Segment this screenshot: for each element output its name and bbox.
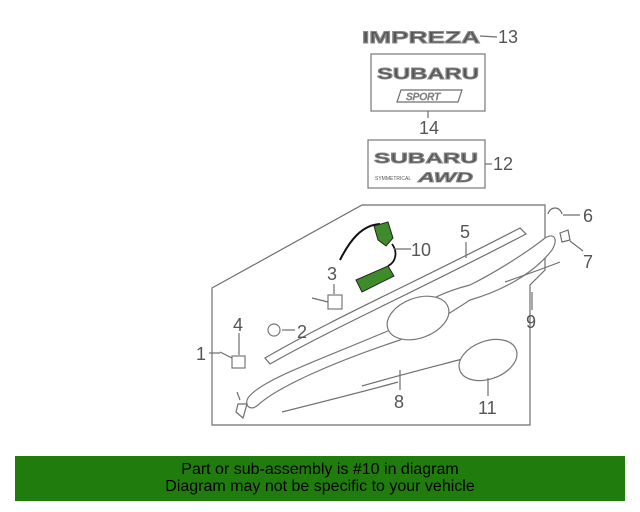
- clip-2-head: [267, 323, 281, 337]
- sport-badge-text: SPORT: [406, 92, 441, 103]
- impreza-emblem[interactable]: IMPREZA: [362, 28, 481, 48]
- impreza-emblem-text: IMPREZA: [362, 28, 480, 47]
- part-7-shape: [559, 229, 571, 243]
- callout-12[interactable]: 12: [485, 154, 513, 174]
- callout-4[interactable]: 4: [233, 315, 243, 355]
- awd-badge-text: AWD: [416, 169, 473, 185]
- switch-wire: [387, 243, 397, 267]
- diagram-notice-banner: Part or sub-assembly is #10 in diagram D…: [15, 456, 625, 501]
- rear-garnish[interactable]: [246, 235, 556, 409]
- notice-line-2: Diagram may not be specific to your vehi…: [165, 478, 475, 495]
- part-6-shape: [547, 207, 563, 215]
- callout-1-label: 1: [196, 344, 206, 364]
- callout-5[interactable]: 5: [460, 222, 470, 258]
- notice-line-1: Part or sub-assembly is #10 in diagram: [181, 461, 459, 478]
- part-7[interactable]: 7: [559, 229, 593, 272]
- emblem-12-frame: [367, 139, 486, 189]
- fastener-shaft: [219, 351, 233, 359]
- lower-strip-3: [504, 261, 561, 283]
- sport-badge-shape: [396, 89, 463, 103]
- subaru-emblem-text-bottom: SUBARU: [374, 150, 478, 167]
- callout-8-label: 8: [394, 392, 404, 412]
- bolt-3-head: [327, 294, 343, 310]
- lower-strip-2: [361, 356, 471, 387]
- bolt-3[interactable]: [311, 294, 343, 310]
- parts-diagram: IMPREZA 13 SUBARU SPORT 14 SUBARU SYMMET…: [196, 27, 593, 426]
- lower-strip-1: [281, 381, 399, 413]
- callout-3[interactable]: 3: [327, 264, 337, 294]
- subaru-sport-emblem[interactable]: SUBARU SPORT: [370, 53, 486, 112]
- upper-molding-strip: [264, 227, 528, 365]
- switch-harness: [339, 223, 381, 261]
- awd-small-text: SYMMETRICAL: [375, 176, 411, 182]
- callout-13-leader: [479, 35, 498, 38]
- lower-left-clip: [235, 391, 248, 420]
- callout-11-label: 11: [478, 398, 497, 418]
- bolt-3-shaft: [311, 297, 329, 303]
- rear-gate-switch[interactable]: [339, 221, 397, 293]
- callout-7-leader: [569, 240, 584, 252]
- callout-7-label: 7: [583, 252, 593, 272]
- callout-4-label: 4: [233, 315, 243, 335]
- callout-2[interactable]: 2: [282, 322, 307, 342]
- callout-5-label: 5: [460, 222, 470, 242]
- callout-14-label: 14: [419, 118, 439, 138]
- callout-12-label: 12: [493, 154, 513, 174]
- subaru-emblem-text-top: SUBARU: [377, 66, 479, 83]
- callout-13[interactable]: 13: [479, 27, 518, 47]
- callout-9-label: 9: [526, 312, 536, 332]
- fastener-1-4[interactable]: [219, 351, 246, 369]
- callout-2-label: 2: [297, 322, 307, 342]
- fastener-head: [231, 355, 246, 369]
- garnish-emblem-recess: [386, 295, 450, 341]
- clip-2[interactable]: [267, 323, 281, 337]
- panel-outline: [211, 204, 546, 426]
- callout-8[interactable]: 8: [394, 370, 404, 412]
- part-6[interactable]: 6: [547, 206, 593, 226]
- rear-oval-emblem[interactable]: [453, 332, 522, 388]
- subaru-awd-emblem[interactable]: SUBARU SYMMETRICAL AWD: [367, 139, 486, 189]
- callout-9[interactable]: 9: [526, 292, 536, 332]
- callout-13-label: 13: [498, 27, 518, 47]
- callout-6-label: 6: [583, 206, 593, 226]
- switch-body: [355, 265, 395, 293]
- switch-connector: [373, 221, 394, 247]
- callout-11[interactable]: 11: [478, 378, 497, 418]
- callout-3-label: 3: [327, 264, 337, 284]
- callout-1[interactable]: 1: [196, 344, 220, 364]
- callout-10[interactable]: 10: [394, 240, 431, 260]
- callout-10-label: 10: [411, 240, 431, 260]
- callout-14[interactable]: 14: [419, 111, 439, 138]
